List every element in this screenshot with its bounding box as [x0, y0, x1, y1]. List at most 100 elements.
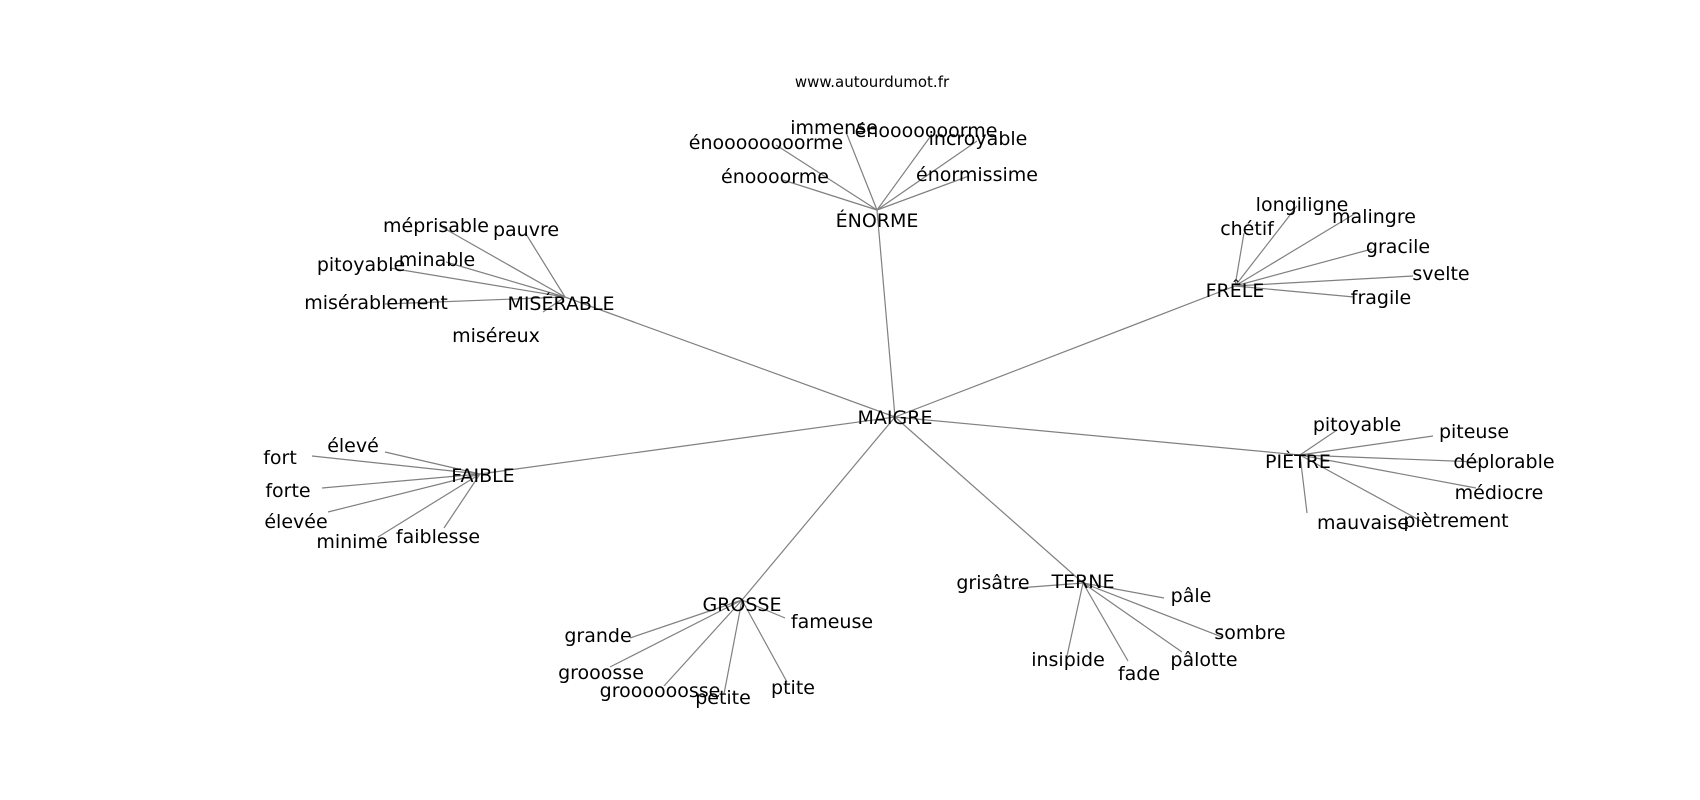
node-faible: FAIBLE	[451, 465, 514, 487]
edge-root-faible	[479, 416, 896, 475]
edge-pietre-1	[1299, 435, 1434, 456]
edge-miserable-1	[525, 233, 566, 298]
edge-terne-2	[1082, 582, 1223, 638]
edge-faible-5	[443, 473, 481, 529]
edge-grosse-3	[663, 599, 743, 687]
edge-enorme-4	[782, 179, 878, 211]
leaf-terne-3: pâlotte	[1170, 649, 1237, 671]
edge-root-pietre	[894, 416, 1301, 456]
leaf-frele-1: chétif	[1220, 218, 1275, 240]
leaf-faible-1: fort	[263, 447, 297, 469]
edge-pietre-0	[1299, 429, 1338, 456]
leaf-enorme-0: énoooooooorme	[689, 132, 843, 154]
leaf-miserable-4: misérablement	[304, 292, 448, 314]
leaf-frele-2: malingre	[1332, 206, 1416, 228]
leaf-enorme-3: incroyable	[929, 128, 1028, 150]
leaf-miserable-5: miséreux	[452, 325, 540, 347]
edge-miserable-4	[384, 296, 566, 305]
edge-faible-0	[384, 451, 481, 475]
edge-root-miserable	[564, 296, 896, 418]
leaf-enorme-4: énoooorme	[721, 166, 829, 188]
edge-pietre-5	[1299, 454, 1422, 522]
edge-enorme-0	[775, 144, 878, 211]
leaf-faible-3: élevée	[264, 511, 327, 533]
leaf-terne-1: pâle	[1171, 585, 1212, 607]
edge-faible-3	[327, 473, 481, 513]
leaf-pietre-0: pitoyable	[1313, 414, 1401, 436]
leaf-faible-4: minime	[316, 531, 387, 553]
edge-enorme-3	[876, 140, 978, 211]
edge-terne-1	[1082, 582, 1165, 599]
edge-frele-4	[1234, 275, 1414, 287]
leaf-frele-0: longiligne	[1256, 194, 1349, 216]
edge-pietre-3	[1299, 454, 1477, 489]
edge-terne-5	[1066, 582, 1084, 657]
node-terne: TERNE	[1050, 571, 1114, 593]
leaf-pietre-2: déplorable	[1453, 451, 1554, 473]
edge-frele-3	[1234, 248, 1373, 287]
node-pietre: PIÈTRE	[1265, 450, 1331, 473]
leaf-miserable-3: pitoyable	[317, 254, 405, 276]
edge-miserable-3	[389, 267, 566, 298]
leaf-miserable-2: minable	[399, 249, 476, 271]
leaf-frele-4: svelte	[1412, 263, 1469, 285]
leaf-frele-3: gracile	[1366, 236, 1430, 258]
leaf-faible-2: forte	[265, 480, 310, 502]
leaf-pietre-4: mauvaise	[1317, 512, 1409, 534]
node-miserable: MISÉRABLE	[507, 292, 614, 315]
leaf-terne-5: insipide	[1031, 649, 1105, 671]
leaf-pietre-3: médiocre	[1455, 482, 1544, 504]
edge-faible-4	[377, 473, 481, 538]
edge-root-enorme	[876, 209, 896, 418]
leaf-grosse-2: grooosse	[558, 662, 644, 684]
edge-grosse-0	[741, 599, 786, 619]
edge-grosse-4	[723, 599, 743, 695]
leaf-terne-0: grisâtre	[956, 572, 1029, 594]
edge-miserable-5	[542, 296, 566, 313]
edge-grosse-2	[609, 599, 743, 668]
leaf-enorme-1: immense	[790, 117, 878, 139]
leaf-faible-0: élevé	[327, 435, 379, 457]
leaf-miserable-1: pauvre	[493, 219, 559, 241]
leaf-grosse-0: fameuse	[791, 611, 873, 633]
leaf-grosse-3: groooooosse	[600, 680, 721, 702]
leaf-terne-2: sombre	[1214, 622, 1285, 644]
leaf-miserable-0: méprisable	[383, 215, 489, 237]
edge-frele-5	[1234, 285, 1355, 298]
edge-root-grosse	[741, 416, 896, 601]
edge-frele-1	[1234, 232, 1245, 287]
leaf-pietre-1: piteuse	[1439, 421, 1509, 443]
edge-grosse-1	[629, 599, 743, 639]
edge-terne-0	[1017, 582, 1084, 589]
edge-frele-0	[1234, 205, 1298, 287]
leaf-enorme-5: énormissime	[916, 164, 1038, 186]
node-enorme: ÉNORME	[836, 209, 919, 232]
edge-enorme-5	[876, 175, 970, 211]
leaf-grosse-5: ptite	[771, 677, 815, 699]
source-url: www.autourdumot.fr	[795, 73, 950, 91]
edge-faible-1	[311, 455, 481, 475]
leaf-pietre-5: piètrement	[1403, 510, 1508, 532]
edge-enorme-1	[845, 131, 878, 211]
edge-grosse-5	[741, 599, 788, 683]
leaf-grosse-1: grande	[564, 625, 631, 647]
edge-terne-3	[1082, 582, 1183, 653]
leaf-enorme-2: énooooooorme	[855, 120, 998, 142]
edge-pietre-4	[1299, 454, 1308, 514]
edge-miserable-0	[439, 225, 566, 298]
node-grosse: GROSSE	[702, 594, 781, 616]
leaf-frele-5: fragile	[1351, 287, 1411, 309]
edge-terne-4	[1082, 582, 1129, 662]
edge-root-frele	[894, 285, 1236, 418]
edge-pietre-2	[1299, 454, 1479, 463]
leaf-faible-5: faiblesse	[396, 526, 480, 548]
edge-root-terne	[894, 416, 1084, 584]
label-layer: ÉNORMEénoooooooormeimmenseénooooooormein…	[263, 117, 1554, 709]
leaf-grosse-4: petite	[695, 687, 751, 709]
leaf-terne-4: fade	[1118, 663, 1160, 685]
edge-enorme-2	[876, 136, 931, 211]
edge-layer	[311, 131, 1479, 695]
edge-frele-2	[1234, 212, 1357, 287]
node-root: MAIGRE	[858, 407, 933, 429]
